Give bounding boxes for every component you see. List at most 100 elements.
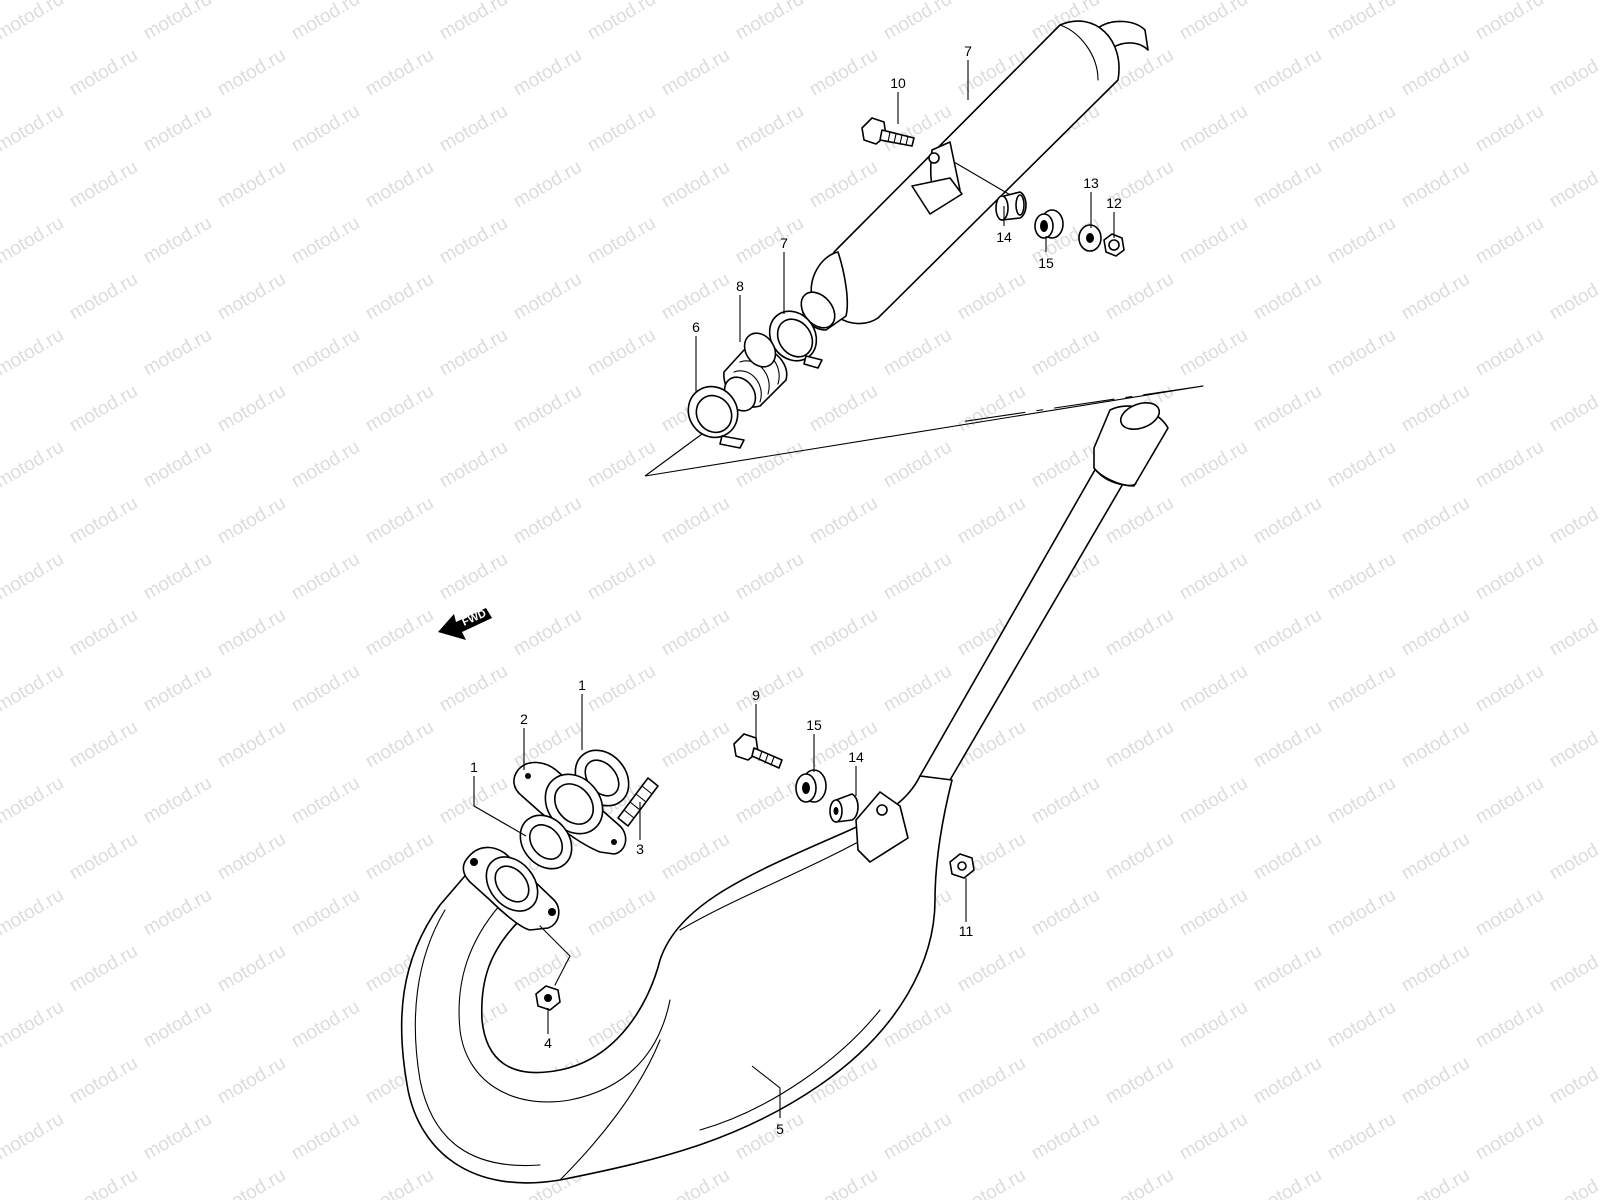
watermark-text: motod.ru: [1028, 1109, 1103, 1165]
watermark-text: motod.ru: [1472, 549, 1547, 605]
watermark-text: motod.ru: [0, 997, 67, 1053]
watermark-text: motod.ru: [732, 661, 807, 717]
watermark-text: motod.ru: [806, 157, 881, 213]
callout-4: 4: [544, 1035, 552, 1051]
watermark-text: motod.ru: [658, 829, 733, 885]
callout-3: 3: [636, 841, 644, 857]
watermark-text: motod.ru: [806, 1165, 881, 1200]
watermark-text: motod.ru: [1102, 269, 1177, 325]
watermark-text: motod.ru: [140, 213, 215, 269]
callout-1-upper: 1: [578, 677, 586, 693]
watermark-text: motod.ru: [436, 661, 511, 717]
watermark-text: motod.ru: [66, 1053, 141, 1109]
watermark-text: motod.ru: [288, 213, 363, 269]
clamp-7-upper: [768, 310, 823, 369]
callout-14-upper: 14: [996, 229, 1012, 245]
watermark-text: motod.ru: [1472, 885, 1547, 941]
watermark-text: motod.ru: [1546, 829, 1600, 885]
watermark-text: motod.ru: [1102, 829, 1177, 885]
watermark-text: motod.ru: [66, 717, 141, 773]
watermark-text: motod.ru: [1398, 45, 1473, 101]
callout-9: 9: [752, 687, 760, 703]
watermark-text: motod.ru: [1102, 1053, 1177, 1109]
watermark-text: motod.ru: [1176, 1109, 1251, 1165]
watermark-text: motod.ru: [658, 717, 733, 773]
watermark-text: motod.ru: [806, 605, 881, 661]
watermark-text: motod.ru: [658, 605, 733, 661]
watermark-text: motod.ru: [214, 269, 289, 325]
watermark-text: motod.ru: [362, 269, 437, 325]
callout-8: 8: [736, 278, 744, 294]
watermark-text: motod.ru: [288, 1109, 363, 1165]
nut-4: [535, 985, 561, 1011]
watermark-text: motod.ru: [584, 101, 659, 157]
watermark-text: motod.ru: [0, 0, 67, 44]
watermark-text: motod.ru: [510, 493, 585, 549]
watermark-text: motod.ru: [1546, 493, 1600, 549]
watermark-text: motod.ru: [1398, 605, 1473, 661]
watermark-text: motod.ru: [1324, 997, 1399, 1053]
watermark-text: motod.ru: [880, 549, 955, 605]
watermark-text: motod.ru: [880, 325, 955, 381]
bolt-9: [733, 733, 783, 769]
watermark-text: motod.ru: [140, 1109, 215, 1165]
watermark-text: motod.ru: [1546, 605, 1600, 661]
watermark-text: motod.ru: [0, 885, 67, 941]
watermark-text: motod.ru: [510, 157, 585, 213]
watermark-text: motod.ru: [362, 157, 437, 213]
clamp-7-lower: [687, 385, 745, 449]
watermark-text: motod.ru: [584, 549, 659, 605]
watermark-text: motod.ru: [436, 101, 511, 157]
watermark-text: motod.ru: [0, 213, 67, 269]
callout-15-lower: 15: [806, 717, 822, 733]
watermark-text: motod.ru: [214, 941, 289, 997]
watermark-text: motod.ru: [584, 437, 659, 493]
watermark-text: motod.ru: [362, 717, 437, 773]
watermark-text: motod.ru: [66, 829, 141, 885]
watermark-text: motod.ru: [880, 661, 955, 717]
watermark-text: motod.ru: [288, 101, 363, 157]
watermark-text: motod.ru: [1324, 1109, 1399, 1165]
watermark-text: motod.ru: [1176, 773, 1251, 829]
watermark-text: motod.ru: [140, 997, 215, 1053]
watermark-text: motod.ru: [436, 0, 511, 44]
watermark-text: motod.ru: [658, 269, 733, 325]
watermark-text: motod.ru: [732, 773, 807, 829]
watermark-text: motod.ru: [1176, 325, 1251, 381]
watermark-text: motod.ru: [66, 269, 141, 325]
watermark-text: motod.ru: [1398, 269, 1473, 325]
callout-11: 11: [959, 923, 974, 939]
watermark-text: motod.ru: [1472, 1109, 1547, 1165]
watermark-text: motod.ru: [880, 437, 955, 493]
watermark-text: motod.ru: [140, 325, 215, 381]
watermark-text: motod.ru: [1176, 0, 1251, 44]
watermark-text: motod.ru: [214, 45, 289, 101]
watermark-text: motod.ru: [66, 381, 141, 437]
callout-7-lower: 6: [692, 319, 700, 335]
watermark-text: motod.ru: [362, 605, 437, 661]
watermark-text: motod.ru: [362, 45, 437, 101]
watermark-text: motod.ru: [1472, 101, 1547, 157]
watermark-text: motod.ru: [584, 661, 659, 717]
watermark-text: motod.ru: [658, 493, 733, 549]
washer-13: [1078, 224, 1102, 252]
watermark-text: motod.ru: [584, 885, 659, 941]
watermark-text: motod.ru: [1250, 493, 1325, 549]
watermark-text: motod.ru: [66, 941, 141, 997]
callout-10: 10: [890, 75, 906, 91]
watermark-text: motod.ru: [140, 773, 215, 829]
callout-13: 13: [1083, 175, 1099, 191]
watermark-text: motod.ru: [1102, 717, 1177, 773]
callout-15-upper: 15: [1038, 255, 1054, 271]
watermark-text: motod.ru: [1324, 773, 1399, 829]
watermark-text: motod.ru: [1102, 1165, 1177, 1200]
watermark-text: motod.ru: [66, 157, 141, 213]
watermark-text: motod.ru: [362, 493, 437, 549]
grommet-15-lower: [795, 769, 827, 803]
watermark-text: motod.ru: [66, 1165, 141, 1200]
gasket-1-lower: [519, 814, 573, 870]
watermark-text: motod.ru: [214, 1165, 289, 1200]
watermark-text: motod.ru: [0, 1109, 67, 1165]
watermark-text: motod.ru: [0, 661, 67, 717]
